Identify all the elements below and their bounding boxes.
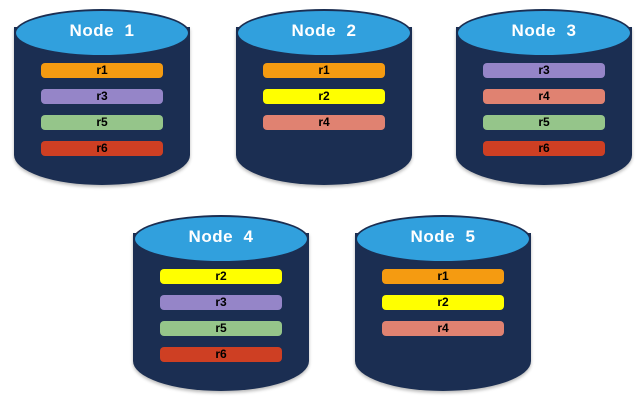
replica-bar-r5[interactable]: r5 bbox=[41, 115, 163, 130]
cylinder-top-ellipse bbox=[133, 215, 309, 263]
replica-list: r1 r2 r4 bbox=[382, 269, 504, 336]
replica-bar-r1[interactable]: r1 bbox=[382, 269, 504, 284]
replica-bar-r3[interactable]: r3 bbox=[160, 295, 282, 310]
node-title: Node 2 bbox=[291, 21, 357, 40]
replica-bar-r1[interactable]: r1 bbox=[263, 63, 385, 78]
replica-bar-r1[interactable]: r1 bbox=[41, 63, 163, 78]
database-node-2[interactable]: Node 2 r1 r2 r4 bbox=[232, 5, 416, 193]
replica-bar-r4[interactable]: r4 bbox=[263, 115, 385, 130]
replica-list: r1 r2 r4 bbox=[263, 63, 385, 130]
node-title: Node 1 bbox=[69, 21, 135, 40]
database-node-4[interactable]: Node 4 r2 r3 r5 r6 bbox=[129, 211, 313, 399]
cylinder-top-ellipse bbox=[355, 215, 531, 263]
replica-bar-r5[interactable]: r5 bbox=[483, 115, 605, 130]
cylinder-top-ellipse bbox=[14, 9, 190, 57]
replica-bar-r2[interactable]: r2 bbox=[263, 89, 385, 104]
replica-bar-r6[interactable]: r6 bbox=[41, 141, 163, 156]
database-node-5[interactable]: Node 5 r1 r2 r4 bbox=[351, 211, 535, 399]
replica-bar-r5[interactable]: r5 bbox=[160, 321, 282, 336]
replica-bar-r6[interactable]: r6 bbox=[483, 141, 605, 156]
replica-bar-r4[interactable]: r4 bbox=[483, 89, 605, 104]
replica-bar-r3[interactable]: r3 bbox=[41, 89, 163, 104]
cylinder-icon bbox=[129, 211, 313, 399]
cylinder-top-ellipse bbox=[456, 9, 632, 57]
cylinder-icon bbox=[452, 5, 636, 193]
replica-list: r2 r3 r5 r6 bbox=[160, 269, 282, 362]
replica-list: r3 r4 r5 r6 bbox=[483, 63, 605, 156]
replica-bar-r3[interactable]: r3 bbox=[483, 63, 605, 78]
replica-list: r1 r3 r5 r6 bbox=[41, 63, 163, 156]
replica-bar-r2[interactable]: r2 bbox=[160, 269, 282, 284]
cylinder-icon bbox=[10, 5, 194, 193]
database-node-3[interactable]: Node 3 r3 r4 r5 r6 bbox=[452, 5, 636, 193]
database-node-1[interactable]: Node 1 r1 r3 r5 r6 bbox=[10, 5, 194, 193]
replica-bar-r2[interactable]: r2 bbox=[382, 295, 504, 310]
cylinder-icon bbox=[351, 211, 535, 399]
node-title: Node 4 bbox=[188, 227, 254, 246]
cylinder-icon bbox=[232, 5, 416, 193]
replica-bar-r6[interactable]: r6 bbox=[160, 347, 282, 362]
node-title: Node 3 bbox=[511, 21, 577, 40]
node-title: Node 5 bbox=[410, 227, 476, 246]
replica-bar-r4[interactable]: r4 bbox=[382, 321, 504, 336]
cylinder-top-ellipse bbox=[236, 9, 412, 57]
